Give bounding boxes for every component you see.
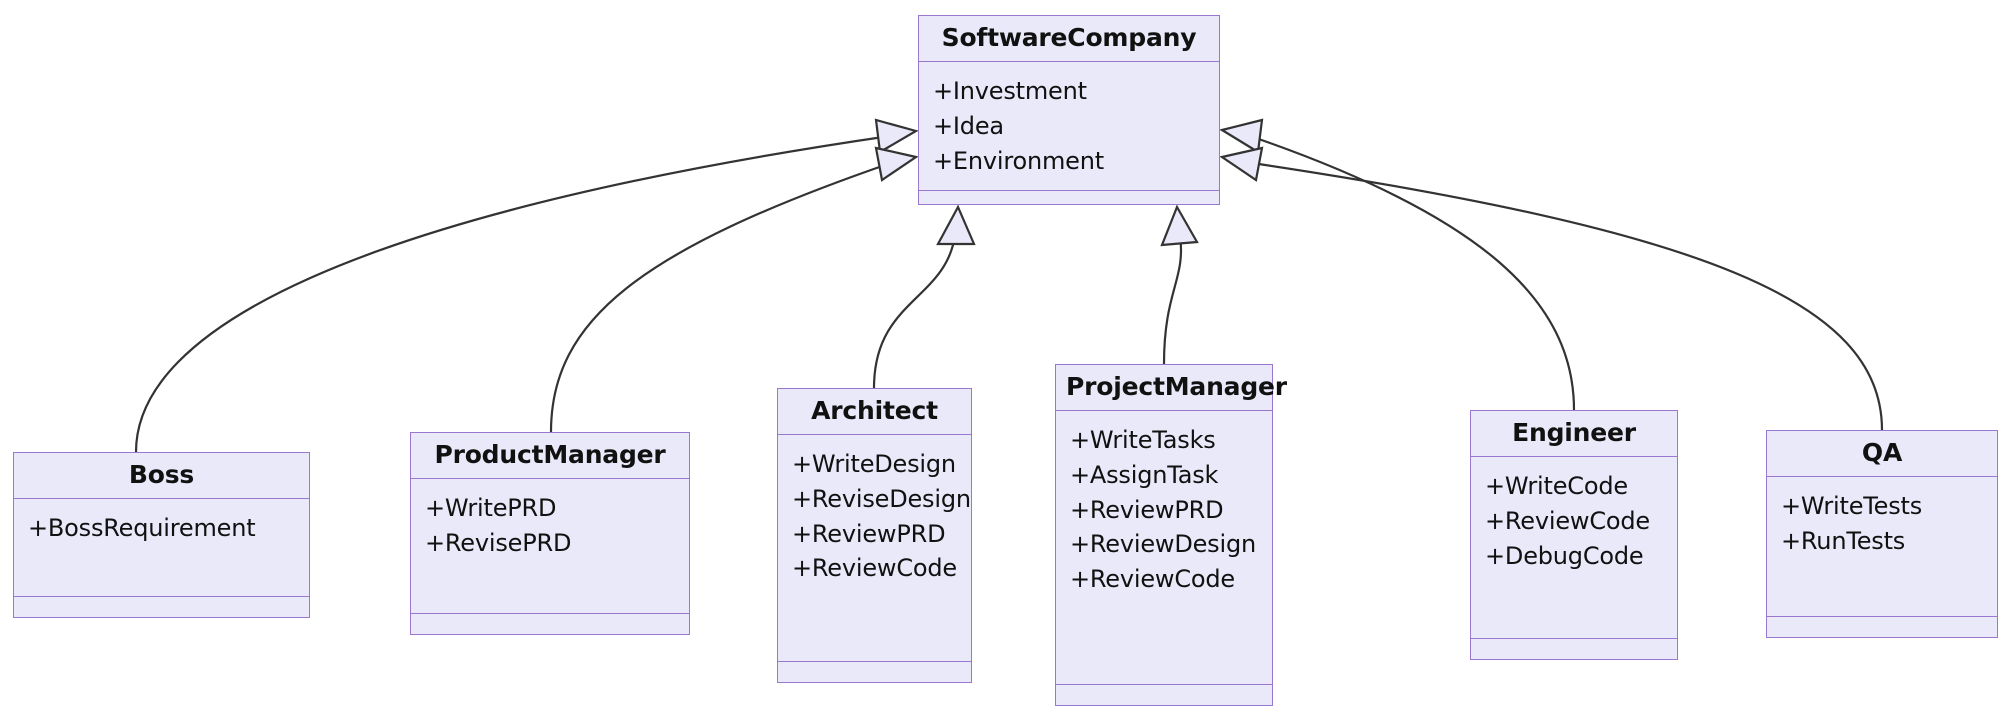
class-box-boss[interactable]: Boss +BossRequirement (13, 452, 310, 618)
hollow-triangle-arrowhead (936, 204, 976, 246)
class-attribute: +WriteTasks (1070, 426, 1216, 454)
class-attribute: +Investment (933, 77, 1087, 105)
class-attribute: +ReviewPRD (1070, 495, 1224, 524)
class-box-software-company[interactable]: SoftwareCompany +Investment +Idea +Envir… (918, 15, 1220, 205)
class-attribute: +ReviseDesign (792, 484, 971, 513)
class-title-product-manager: ProductManager (411, 433, 689, 479)
class-attribute: +WritePRD (425, 494, 557, 522)
class-box-qa[interactable]: QA +WriteTests +RunTests (1766, 430, 1998, 638)
class-attribute: +RunTests (1781, 526, 1906, 555)
class-attributes-qa: +WriteTests +RunTests (1767, 477, 1997, 617)
class-attribute: +ReviewPRD (792, 519, 946, 548)
edge-engineer-inherits (1219, 118, 1576, 411)
class-title-project-manager: ProjectManager (1056, 365, 1287, 411)
class-title-boss: Boss (14, 453, 309, 499)
class-attribute: +Idea (933, 111, 1004, 140)
class-attributes-engineer: +WriteCode +ReviewCode +DebugCode (1471, 457, 1677, 639)
edge-qa-inherits (1219, 146, 1884, 431)
class-title-engineer: Engineer (1471, 411, 1677, 457)
class-attribute: +ReviewDesign (1070, 530, 1257, 559)
class-box-project-manager[interactable]: ProjectManager +WriteTasks +AssignTask +… (1055, 364, 1287, 706)
class-title-architect: Architect (778, 389, 971, 435)
class-title-qa: QA (1767, 431, 1997, 477)
class-methods-project-manager (1056, 685, 1272, 705)
class-methods-product-manager (411, 614, 689, 634)
class-attributes-boss: +BossRequirement (14, 499, 309, 597)
class-attributes-software-company: +Investment +Idea +Environment (919, 62, 1219, 192)
class-methods-boss (14, 597, 309, 617)
class-attribute: +RevisePRD (425, 528, 572, 557)
class-attribute: +AssignTask (1070, 460, 1219, 489)
class-attribute: +WriteDesign (792, 450, 956, 478)
class-attribute: +ReviewCode (1070, 565, 1235, 594)
class-attribute: +ReviewCode (792, 554, 957, 583)
class-attribute: +WriteTests (1781, 492, 1923, 520)
class-attribute: +WriteCode (1485, 472, 1628, 500)
class-box-engineer[interactable]: Engineer +WriteCode +ReviewCode +DebugCo… (1470, 410, 1678, 660)
class-box-product-manager[interactable]: ProductManager +WritePRD +RevisePRD (410, 432, 690, 635)
class-attribute: +Environment (933, 146, 1104, 175)
class-methods-architect (778, 662, 971, 682)
class-attribute: +DebugCode (1485, 541, 1644, 570)
edge-project-manager-inherits (1160, 204, 1199, 365)
hollow-triangle-arrowhead (1219, 118, 1264, 154)
hollow-triangle-arrowhead (874, 146, 919, 182)
class-methods-software-company (919, 191, 1219, 211)
edge-architect-inherits (872, 204, 976, 389)
class-methods-qa (1767, 617, 1997, 637)
hollow-triangle-arrowhead (1219, 146, 1264, 182)
class-box-architect[interactable]: Architect +WriteDesign +ReviseDesign +Re… (777, 388, 972, 683)
class-attribute: +ReviewCode (1485, 506, 1650, 535)
hollow-triangle-arrowhead (1160, 204, 1199, 247)
class-attributes-product-manager: +WritePRD +RevisePRD (411, 479, 689, 614)
class-methods-engineer (1471, 639, 1677, 659)
class-attributes-architect: +WriteDesign +ReviseDesign +ReviewPRD +R… (778, 435, 971, 662)
hollow-triangle-arrowhead (874, 118, 919, 154)
class-title-software-company: SoftwareCompany (919, 16, 1219, 62)
class-attributes-project-manager: +WriteTasks +AssignTask +ReviewPRD +Revi… (1056, 411, 1272, 685)
class-attribute: +BossRequirement (28, 514, 256, 542)
